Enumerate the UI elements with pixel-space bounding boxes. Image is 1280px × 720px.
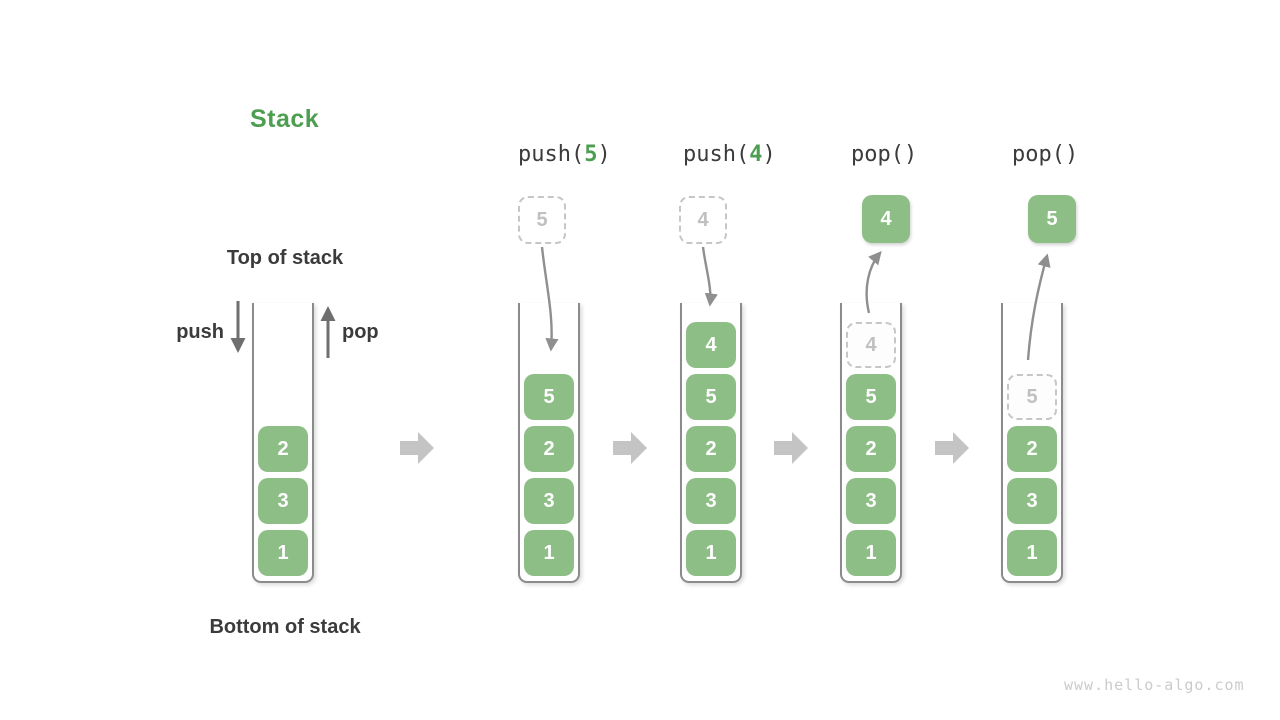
stack-cell: 5 [846, 374, 896, 420]
stack-container-initial: 2 3 1 [252, 303, 314, 583]
bottom-of-stack-label: Bottom of stack [209, 616, 361, 638]
stack-cell: 2 [258, 426, 308, 472]
stack-cell: 2 [1007, 426, 1057, 472]
op-label-pop-2: pop() [1012, 142, 1078, 167]
stack-container-after-pop-4: 4 5 2 3 1 [840, 303, 902, 583]
stack-cell: 2 [686, 426, 736, 472]
op-text: push( [518, 142, 585, 167]
stack-cell: 5 [686, 374, 736, 420]
push-4-curve-arrow [701, 246, 718, 307]
stack-cell: 1 [846, 530, 896, 576]
next-state-arrow-icon [774, 432, 808, 464]
next-state-arrow-icon [613, 432, 647, 464]
next-state-arrow-icon [400, 432, 434, 464]
stack-container-after-push-4: 4 5 2 3 1 [680, 303, 742, 583]
watermark: www.hello-algo.com [1064, 676, 1245, 694]
op-text: pop() [851, 142, 918, 167]
stack-cell: 3 [524, 478, 574, 524]
popped-value-box: 5 [1028, 195, 1076, 243]
top-of-stack-label: Top of stack [226, 247, 344, 269]
stack-cell: 5 [524, 374, 574, 420]
stack-cell: 1 [524, 530, 574, 576]
pop-label: pop [342, 321, 379, 343]
incoming-value-box: 4 [679, 196, 727, 244]
stack-cell: 1 [1007, 530, 1057, 576]
ghost-cell: 4 [846, 322, 896, 368]
stack-container-after-pop-5: 5 2 3 1 [1001, 303, 1063, 583]
op-text: ) [762, 142, 776, 167]
op-text: ) [597, 142, 611, 167]
next-state-arrow-icon [935, 432, 969, 464]
op-arg: 5 [584, 142, 598, 167]
stack-cell: 2 [524, 426, 574, 472]
stack-cell: 3 [846, 478, 896, 524]
op-label-pop-1: pop() [851, 142, 917, 167]
stack-cell: 1 [258, 530, 308, 576]
op-label-push-5: push(5) [518, 142, 611, 167]
stack-cell: 3 [258, 478, 308, 524]
popped-value-box: 4 [862, 195, 910, 243]
ghost-cell: 5 [1007, 374, 1057, 420]
page-title: Stack [250, 105, 320, 133]
op-label-push-4: push(4) [683, 142, 776, 167]
stack-cell: 2 [846, 426, 896, 472]
incoming-value-box: 5 [518, 196, 566, 244]
stack-cell: 3 [1007, 478, 1057, 524]
op-arg: 4 [749, 142, 763, 167]
op-text: push( [683, 142, 750, 167]
stack-cell: 1 [686, 530, 736, 576]
stack-cell: 3 [686, 478, 736, 524]
push-label: push [176, 321, 224, 343]
op-text: pop() [1012, 142, 1079, 167]
stack-cell: 4 [686, 322, 736, 368]
stack-container-after-push-5: 5 2 3 1 [518, 303, 580, 583]
